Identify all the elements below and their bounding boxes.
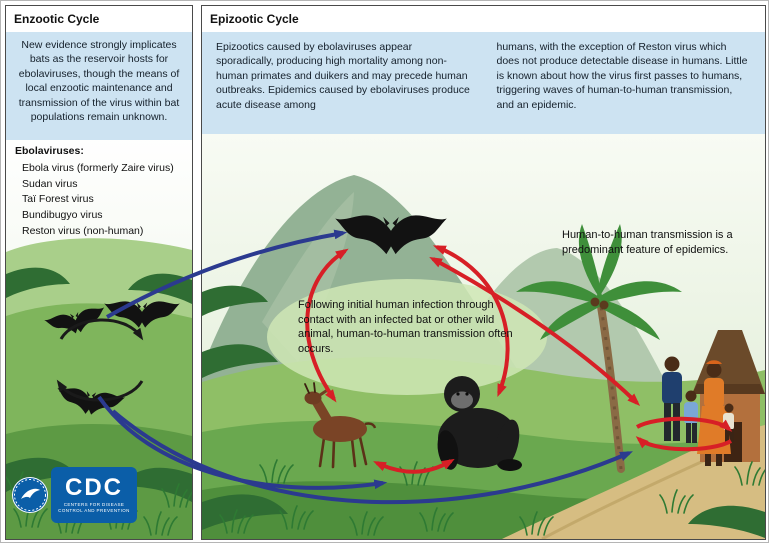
cdc-tagline: Centers for Disease Control and Preventi… — [58, 502, 130, 513]
epizootic-description-col2: humans, with the exception of Reston vir… — [496, 41, 748, 111]
epizootic-header: Epizootic Cycle — [202, 6, 765, 32]
list-item: Reston virus (non-human) — [22, 224, 144, 237]
ebolavirus-list: Ebolaviruses: Ebola virus (formerly Zair… — [15, 144, 188, 240]
list-item: Bundibugyo virus — [22, 209, 103, 221]
hhs-seal-icon — [12, 477, 48, 513]
ebolavirus-list-title: Ebolaviruses: — [15, 145, 84, 157]
list-item: Taï Forest virus — [22, 193, 94, 206]
enzootic-title: Enzootic Cycle — [14, 12, 100, 26]
epizootic-description-box: Epizootics caused by ebolaviruses appear… — [202, 32, 765, 134]
center-annotation: Following initial human infection throug… — [298, 299, 513, 355]
list-item: Ebola virus (formerly Zaire virus) — [22, 161, 174, 174]
cdc-acronym: CDC — [65, 474, 123, 502]
enzootic-panel: Enzootic Cycle New evidence strongly imp… — [5, 5, 193, 540]
epizootic-description-col1: Epizootics caused by ebolaviruses appear… — [216, 41, 470, 111]
right-annotation: Human-to-human transmission is a predomi… — [562, 229, 733, 256]
enzootic-description-box: New evidence strongly implicates bats as… — [6, 32, 192, 140]
list-item: Sudan virus — [22, 177, 78, 190]
enzootic-description: New evidence strongly implicates bats as… — [18, 39, 180, 124]
cdc-logo-box: CDC Centers for Disease Control and Prev… — [51, 467, 137, 523]
epizootic-title: Epizootic Cycle — [210, 12, 299, 26]
enzootic-header: Enzootic Cycle — [6, 6, 192, 32]
epizootic-panel: Epizootic Cycle Epizootics caused by ebo… — [201, 5, 766, 540]
cdc-logo: CDC Centers for Disease Control and Prev… — [12, 467, 137, 523]
